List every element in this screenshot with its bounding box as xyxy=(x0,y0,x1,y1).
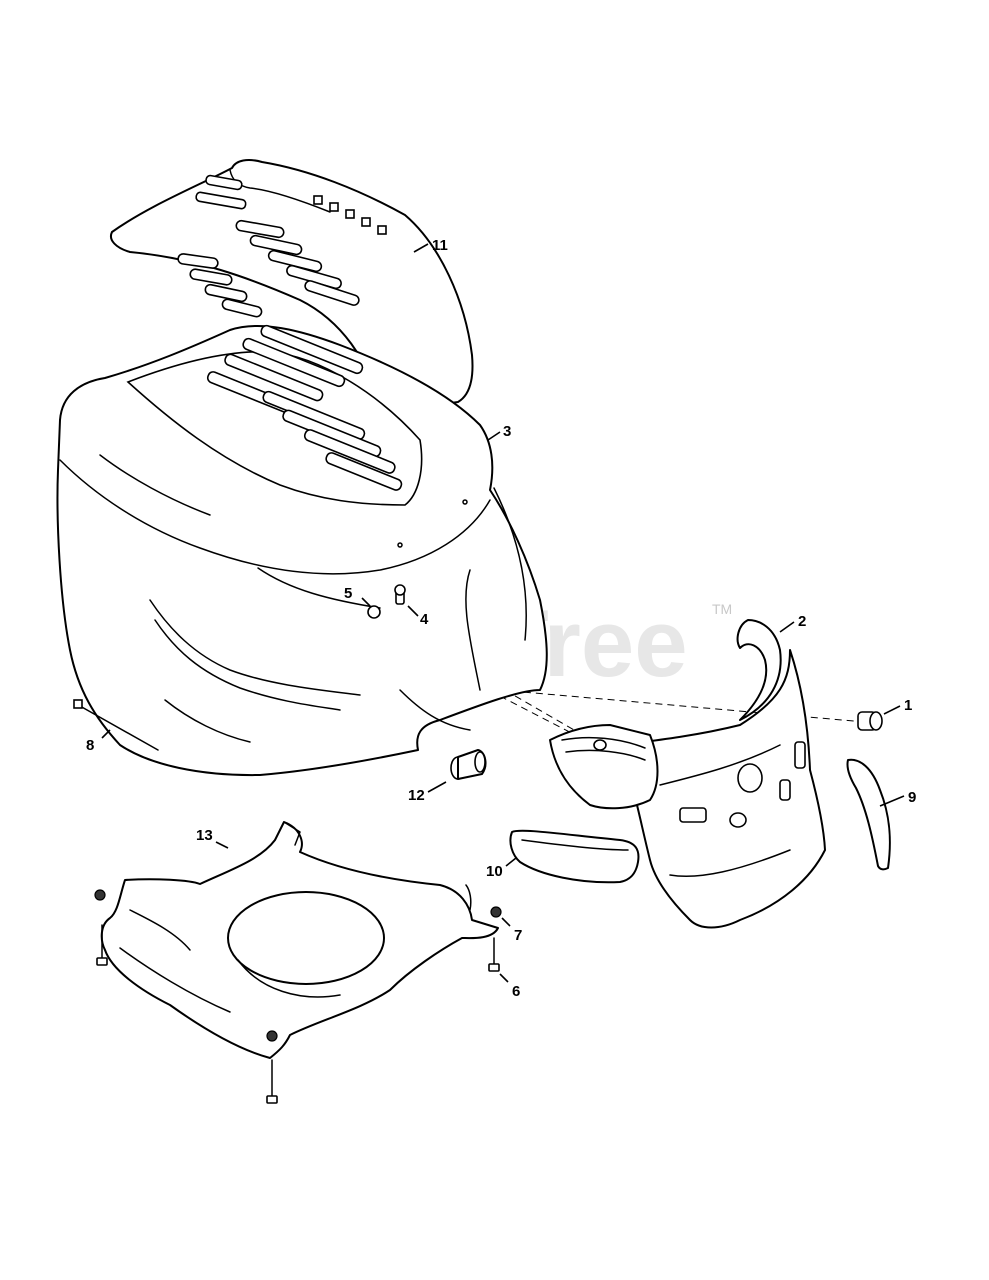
leader-lines xyxy=(101,243,905,983)
part-11-hood-insert[interactable] xyxy=(110,159,474,411)
part-7-nuts[interactable] xyxy=(94,889,502,1042)
part-11-vent-notches xyxy=(313,195,387,235)
part-3-vent-slots xyxy=(126,324,423,506)
callout-4[interactable]: 4 xyxy=(420,611,429,628)
part-11-slots xyxy=(177,174,360,318)
watermark-trademark: TM xyxy=(712,601,732,617)
callout-labels: 11 3 4 5 2 1 9 8 12 10 13 7 6 xyxy=(86,237,916,1000)
part-5-clip[interactable] xyxy=(367,605,381,619)
part-10-light-cover[interactable] xyxy=(509,829,640,884)
callout-7[interactable]: 7 xyxy=(514,927,522,944)
callout-10[interactable]: 10 xyxy=(486,863,503,880)
part-2-dash-panel[interactable] xyxy=(549,619,826,929)
callout-9[interactable]: 9 xyxy=(908,789,916,806)
part-4-screw[interactable] xyxy=(394,584,406,605)
callout-3[interactable]: 3 xyxy=(503,423,511,440)
callout-12[interactable]: 12 xyxy=(408,787,425,804)
callout-13[interactable]: 13 xyxy=(196,827,213,844)
part-9-side-trim[interactable] xyxy=(846,758,891,871)
callout-1[interactable]: 1 xyxy=(904,697,912,714)
callout-2[interactable]: 2 xyxy=(798,613,806,630)
part-8-cable-tie[interactable] xyxy=(73,699,159,751)
part-13-bottom-shroud[interactable] xyxy=(100,821,499,1059)
part-1-knob[interactable] xyxy=(857,711,883,731)
callout-11[interactable]: 11 xyxy=(432,237,448,254)
part-3-hood[interactable] xyxy=(56,324,548,777)
part-6-bolts[interactable] xyxy=(96,924,500,1104)
callout-5[interactable]: 5 xyxy=(344,585,352,602)
callout-6[interactable]: 6 xyxy=(512,983,520,1000)
callout-8[interactable]: 8 xyxy=(86,737,94,754)
part-12-grommet[interactable] xyxy=(450,749,487,780)
